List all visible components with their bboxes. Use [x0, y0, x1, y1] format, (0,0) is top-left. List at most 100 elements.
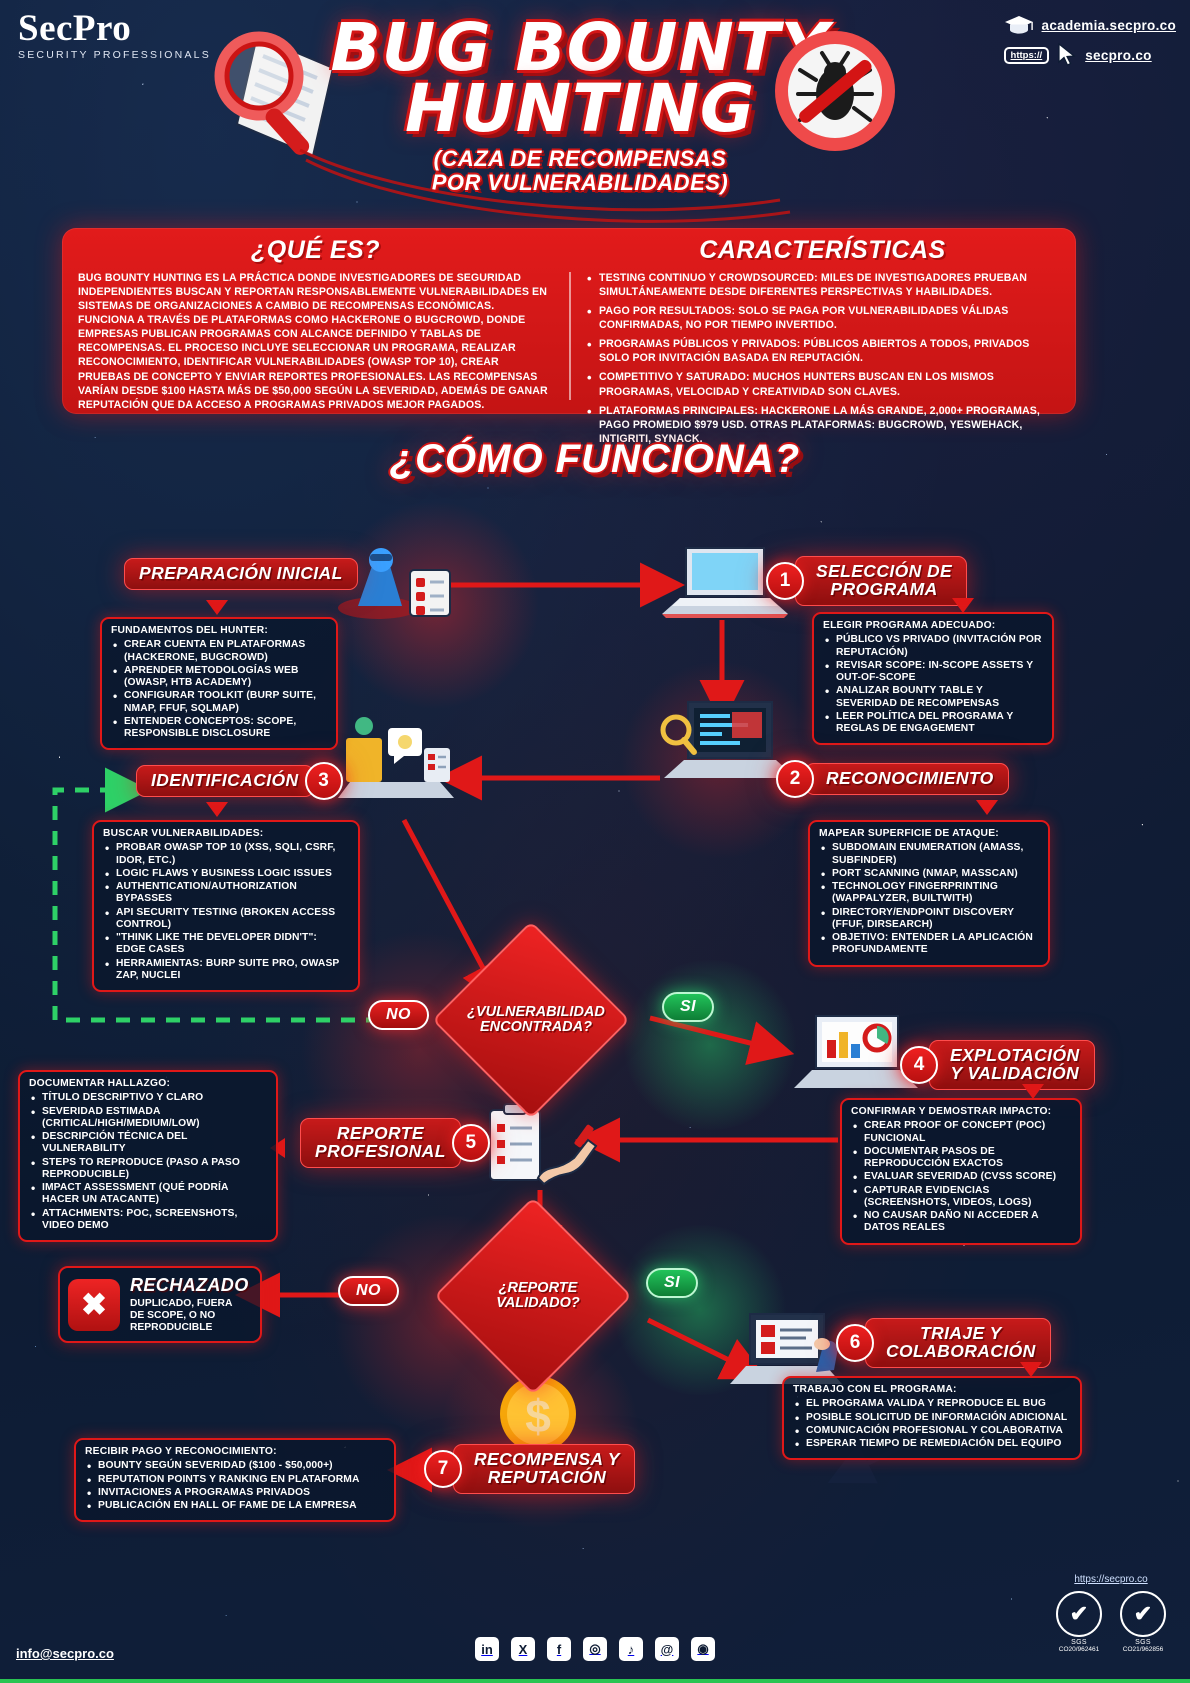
detail-list: PROBAR OWASP TOP 10 (XSS, SQLI, CSRF, ID… [103, 841, 349, 982]
list-item: AUTHENTICATION/AUTHORIZATION BYPASSES [103, 880, 349, 906]
decision1-si-badge[interactable]: SI [662, 992, 715, 1022]
step-label-triaje-colaboracion[interactable]: 6 TRIAJE Y COLABORACIÓN [836, 1318, 1051, 1368]
x-twitter-icon[interactable]: X [511, 1637, 535, 1661]
list-item: SUBDOMAIN ENUMERATION (AMASS, SUBFINDER) [819, 841, 1039, 867]
instagram-icon[interactable]: ◎ [583, 1637, 607, 1661]
github-icon[interactable]: ◉ [691, 1637, 715, 1661]
detail-box-header: FUNDAMENTOS DEL HUNTER: [111, 625, 268, 636]
list-item: COMUNICACIÓN PROFESIONAL Y COLABORATIVA [793, 1424, 1071, 1439]
detail-list: CREAR CUENTA EN PLATAFORMAS (HACKERONE, … [111, 638, 327, 741]
glow-decoration-green [620, 960, 800, 1130]
cert-label: SGS [1071, 1639, 1087, 1646]
pointer-down-step3 [206, 802, 228, 817]
bug-prohibited-badge-icon [775, 31, 895, 151]
detail-list: PÚBLICO VS PRIVADO (INVITACIÓN POR REPUT… [823, 633, 1043, 736]
list-item: PROBAR OWASP TOP 10 (XSS, SQLI, CSRF, ID… [103, 841, 349, 867]
list-item: BOUNTY SEGÚN SEVERIDAD ($100 - $50,000+) [85, 1459, 385, 1474]
tiktok-icon[interactable]: ♪ [619, 1637, 643, 1661]
pointer-down-step6 [1020, 1362, 1042, 1377]
exploitation-laptop-illustration [794, 1015, 918, 1088]
detail-box-seleccion: ELEGIR PROGRAMA ADECUADO: PÚBLICO VS PRI… [812, 612, 1054, 746]
detail-box-header: BUSCAR VULNERABILIDADES: [103, 828, 264, 839]
hacker-checklist-illustration [338, 548, 451, 619]
header-title-block: BUG BOUNTY HUNTING (CAZA DE RECOMPENSAS … [330, 15, 830, 195]
detail-box-header: TRABAJO CON EL PROGRAMA: [793, 1384, 957, 1395]
bounty-coin-illustration: $ [500, 1376, 576, 1452]
decision1-no-badge[interactable]: NO [368, 1000, 429, 1030]
feature-item: COMPETITIVO Y SATURADO: MUCHOS HUNTERS B… [585, 369, 1060, 398]
list-item: "THINK LIKE THE DEVELOPER DIDN'T": EDGE … [103, 931, 349, 957]
step-label-line-1: RECOMPENSA Y [474, 1449, 620, 1469]
features-list: TESTING CONTINUO Y CROWDSOURCED: MILES D… [585, 270, 1060, 446]
step-label-reporte-profesional[interactable]: REPORTE PROFESIONAL 5 [300, 1118, 490, 1168]
step-label-recompensa-reputacion[interactable]: 7 RECOMPENSA Y REPUTACIÓN [424, 1444, 635, 1494]
step-label-reconocimiento[interactable]: 2 RECONOCIMIENTO [776, 760, 1009, 798]
list-item: IMPACT ASSESSMENT (QUÉ PODRÍA HACER UN A… [29, 1181, 267, 1207]
list-item: OBJETIVO: ENTENDER LA APLICACIÓN PROFUND… [819, 931, 1039, 957]
list-item: REVISAR SCOPE: IN-SCOPE ASSETS Y OUT-OF-… [823, 659, 1043, 685]
decision2-no-badge[interactable]: NO [338, 1276, 399, 1306]
step-label-text: EXPLOTACIÓN Y VALIDACIÓN [929, 1040, 1095, 1090]
step-label-line-2: PROGRAMA [830, 578, 938, 599]
step-label-explotacion-validacion[interactable]: 4 EXPLOTACIÓN Y VALIDACIÓN [900, 1040, 1095, 1090]
list-item: EL PROGRAMA VALIDA Y REPRODUCE EL BUG [793, 1397, 1071, 1412]
list-item: ENTENDER CONCEPTOS: SCOPE, RESPONSIBLE D… [111, 715, 327, 741]
step-number-badge: 7 [424, 1449, 462, 1488]
subtitle-line-1: (CAZA DE RECOMPENSAS [433, 146, 727, 172]
detail-box-header: MAPEAR SUPERFICIE DE ATAQUE: [819, 828, 999, 839]
pointer-down-step4 [1022, 1084, 1044, 1099]
laptop-illustration [662, 547, 788, 618]
list-item: PORT SCANNING (NMAP, MASSCAN) [819, 867, 1039, 882]
footer-accent-line [0, 1679, 1190, 1683]
academy-link-row[interactable]: academia.secpro.co [1004, 14, 1176, 36]
step-number-badge: 6 [836, 1323, 874, 1362]
step-label-preparacion-inicial[interactable]: PREPARACIÓN INICIAL [124, 558, 358, 590]
list-item: PÚBLICO VS PRIVADO (INVITACIÓN POR REPUT… [823, 633, 1043, 659]
step-label-identificacion[interactable]: IDENTIFICACIÓN 3 [136, 762, 343, 800]
list-item: TÍTULO DESCRIPTIVO Y CLARO [29, 1091, 267, 1106]
graduation-cap-icon [1004, 16, 1033, 34]
list-item: CREAR CUENTA EN PLATAFORMAS (HACKERONE, … [111, 638, 327, 664]
detail-box-explotacion: CONFIRMAR Y DEMOSTRAR IMPACTO: CREAR PRO… [840, 1098, 1082, 1245]
step-label-line-2: PROFESIONAL [315, 1140, 446, 1161]
detail-box-identificacion: BUSCAR VULNERABILIDADES: PROBAR OWASP TO… [92, 820, 360, 992]
step-number-badge: 4 [900, 1045, 938, 1084]
list-item: CAPTURAR EVIDENCIAS (SCREENSHOTS, VIDEOS… [851, 1184, 1071, 1210]
list-item: LEER POLÍTICA DEL PROGRAMA Y REGLAS DE E… [823, 710, 1043, 736]
cert-label: SGS [1135, 1639, 1151, 1646]
what-is-text: BUG BOUNTY HUNTING ES LA PRÁCTICA DONDE … [78, 272, 548, 411]
footer-site-link[interactable]: https://secpro.co [1074, 1574, 1148, 1585]
decision2-si-badge[interactable]: SI [646, 1268, 699, 1298]
step-label-line-1: EXPLOTACIÓN [950, 1045, 1080, 1065]
detail-box-preparacion: FUNDAMENTOS DEL HUNTER: CREAR CUENTA EN … [100, 617, 338, 751]
list-item: ESPERAR TIEMPO DE REMEDIACIÓN DEL EQUIPO [793, 1437, 1071, 1452]
threads-icon[interactable]: @ [655, 1637, 679, 1661]
triage-laptop-illustration [730, 1313, 842, 1384]
detail-list: CREAR PROOF OF CONCEPT (POC) FUNCIONALDO… [851, 1119, 1071, 1234]
step-label-line-1: REPORTE [336, 1123, 424, 1143]
detail-box-recompensa: RECIBIR PAGO Y RECONOCIMIENTO: BOUNTY SE… [74, 1438, 396, 1523]
footer-email-link[interactable]: info@secpro.co [16, 1646, 114, 1661]
site-link-row[interactable]: https:// secpro.co [1003, 43, 1176, 67]
linkedin-icon[interactable]: in [475, 1637, 499, 1661]
rejected-subtitle: DUPLICADO, FUERA DE SCOPE, O NO REPRODUC… [130, 1298, 233, 1334]
detail-list: EL PROGRAMA VALIDA Y REPRODUCE EL BUGPOS… [793, 1397, 1071, 1452]
step-label-seleccion-de-programa[interactable]: 1 SELECCIÓN DE PROGRAMA [766, 556, 968, 606]
step-label-text: RECOMPENSA Y REPUTACIÓN [453, 1444, 635, 1494]
list-item: PUBLICACIÓN EN HALL OF FAME DE LA EMPRES… [85, 1499, 385, 1514]
step-label-line-1: SELECCIÓN DE [816, 561, 953, 581]
academy-link[interactable]: academia.secpro.co [1041, 17, 1176, 33]
panel-divider [569, 272, 571, 400]
pointer-down-prep [206, 600, 228, 615]
step-label-text: PREPARACIÓN INICIAL [124, 558, 358, 590]
detail-box-header: CONFIRMAR Y DEMOSTRAR IMPACTO: [851, 1106, 1052, 1117]
site-link[interactable]: secpro.co [1085, 47, 1152, 63]
identification-desk-illustration [338, 717, 454, 798]
step-number-badge: 2 [776, 760, 814, 798]
facebook-icon[interactable]: f [547, 1637, 571, 1661]
